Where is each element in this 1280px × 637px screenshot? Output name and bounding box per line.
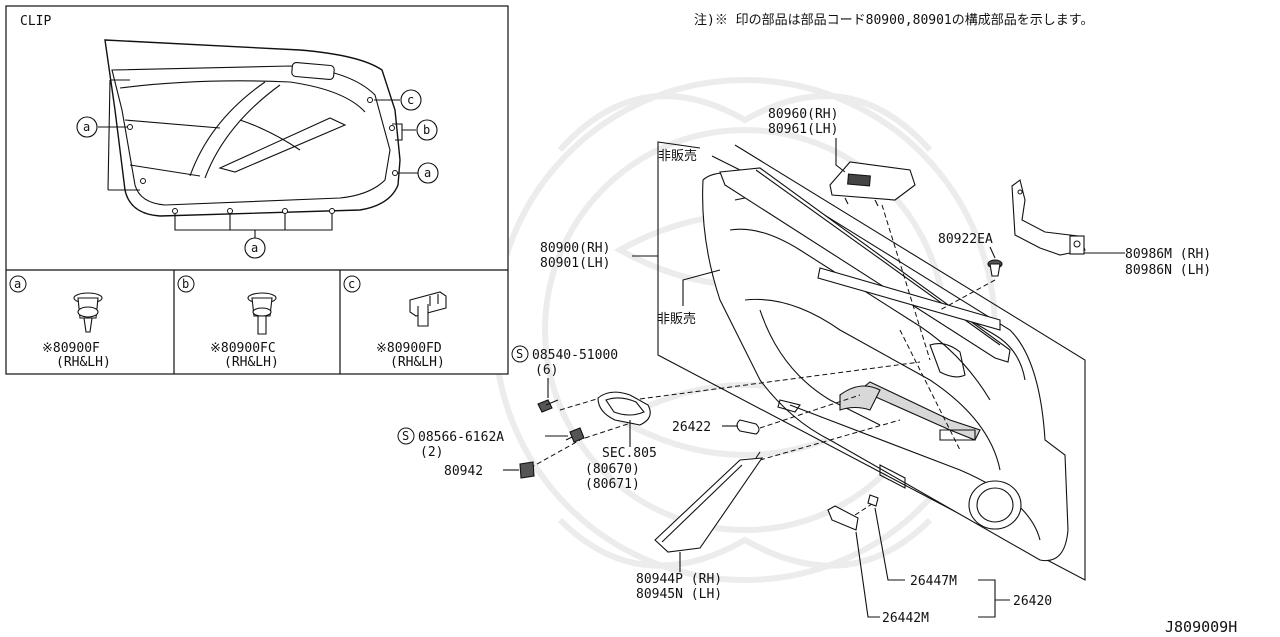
- callout-a-bottom: a: [244, 237, 266, 259]
- clip-a-note: (RH&LH): [56, 355, 111, 370]
- header-note: 注)※ 印の部品は部品コード80900,80901の構成部品を示します。: [694, 13, 1093, 28]
- s-mark-2: S: [402, 429, 409, 443]
- clip-a-part: ※80900F: [42, 341, 100, 356]
- label-80986M: 80986M (RH): [1125, 247, 1211, 262]
- inside-handle-sec805: [597, 391, 651, 426]
- clip-panel: CLIP: [5, 5, 509, 375]
- label-80944P: 80944P (RH): [636, 572, 722, 587]
- clip-a-cell: a ※80900F (RH&LH): [9, 275, 111, 370]
- label-not-for-sale-2: 非販売: [657, 311, 696, 327]
- clip-b-part: ※80900FC: [210, 341, 276, 356]
- label-26442M: 26442M: [882, 611, 929, 626]
- svg-text:a: a: [251, 241, 258, 255]
- clip-b-cell: b ※80900FC (RH&LH): [177, 275, 279, 370]
- label-80670: (80670): [585, 462, 640, 477]
- armrest-pad-80944P: [654, 451, 764, 553]
- label-sec805: SEC.805: [602, 446, 657, 461]
- svg-text:b: b: [182, 277, 189, 291]
- label-screw-08540-qty: (6): [535, 363, 558, 378]
- switch-bezel-80960: [829, 161, 916, 207]
- svg-text:a: a: [14, 277, 21, 291]
- svg-text:c: c: [407, 93, 414, 107]
- door-trim-panel: [702, 171, 1069, 562]
- svg-text:c: c: [348, 277, 355, 291]
- lens-26422: [736, 419, 760, 435]
- svg-text:a: a: [83, 120, 90, 134]
- s-mark-1: S: [516, 347, 523, 361]
- clip-c-icon: [409, 291, 447, 327]
- clip-panel-title: CLIP: [20, 14, 51, 29]
- callout-b-right: b: [416, 119, 438, 141]
- svg-text:b: b: [423, 123, 430, 137]
- bracket-80986: [1011, 179, 1086, 256]
- diagram-id: J809009H: [1165, 618, 1237, 636]
- callout-a-left: a: [76, 116, 98, 138]
- screw2-label-group: S 08566-6162A (2): [397, 427, 504, 460]
- clip-a-icon: [73, 292, 103, 333]
- label-screw-08566: 08566-6162A: [418, 430, 504, 445]
- clip-80922EA: [987, 259, 1003, 277]
- label-80942: 80942: [444, 464, 483, 479]
- leader-26447M: [874, 507, 905, 581]
- clip-c-part: ※80900FD: [376, 341, 442, 356]
- svg-text:a: a: [424, 166, 431, 180]
- screw1-label-group: S 08540-51000 (6): [511, 345, 618, 378]
- leader-80960: [835, 138, 846, 173]
- label-80986N: 80986N (LH): [1125, 263, 1211, 278]
- lower-finisher-strip: [817, 267, 1001, 331]
- callout-c-top: c: [400, 89, 422, 111]
- label-26420: 26420: [1013, 594, 1052, 609]
- leader-26442M: [855, 531, 880, 618]
- leader-26420: [978, 579, 1010, 618]
- label-80961: 80961(LH): [768, 122, 838, 137]
- label-26422: 26422: [672, 420, 711, 435]
- screw-08566: [565, 427, 585, 443]
- label-80960: 80960(RH): [768, 107, 838, 122]
- clip-c-note: (RH&LH): [390, 355, 445, 370]
- leader-not-for-sale-1: [711, 155, 741, 171]
- leader-not-for-sale-2: [682, 269, 721, 306]
- bulb-26447M: [867, 494, 879, 507]
- screw-08540: [537, 399, 559, 413]
- callout-a-right: a: [417, 162, 439, 184]
- clip-b-icon: [247, 292, 277, 335]
- door-trim-outline: [98, 39, 418, 240]
- label-not-for-sale-1: 非販売: [658, 148, 697, 164]
- label-26447M: 26447M: [910, 574, 957, 589]
- label-screw-08540: 08540-51000: [532, 348, 618, 363]
- label-80922EA: 80922EA: [938, 232, 993, 247]
- label-80900: 80900(RH): [540, 241, 610, 256]
- clip-b-note: (RH&LH): [224, 355, 279, 370]
- label-80901: 80901(LH): [540, 256, 610, 271]
- lamp-26442M: [827, 505, 859, 531]
- label-80945N: 80945N (LH): [636, 587, 722, 602]
- label-screw-08566-qty: (2): [420, 445, 443, 460]
- label-80671: (80671): [585, 477, 640, 492]
- assembly-bracket: [657, 141, 1086, 581]
- cap-80942: [519, 461, 535, 479]
- leader-80922EA: [989, 246, 996, 259]
- clip-c-cell: c ※80900FD (RH&LH): [343, 275, 447, 370]
